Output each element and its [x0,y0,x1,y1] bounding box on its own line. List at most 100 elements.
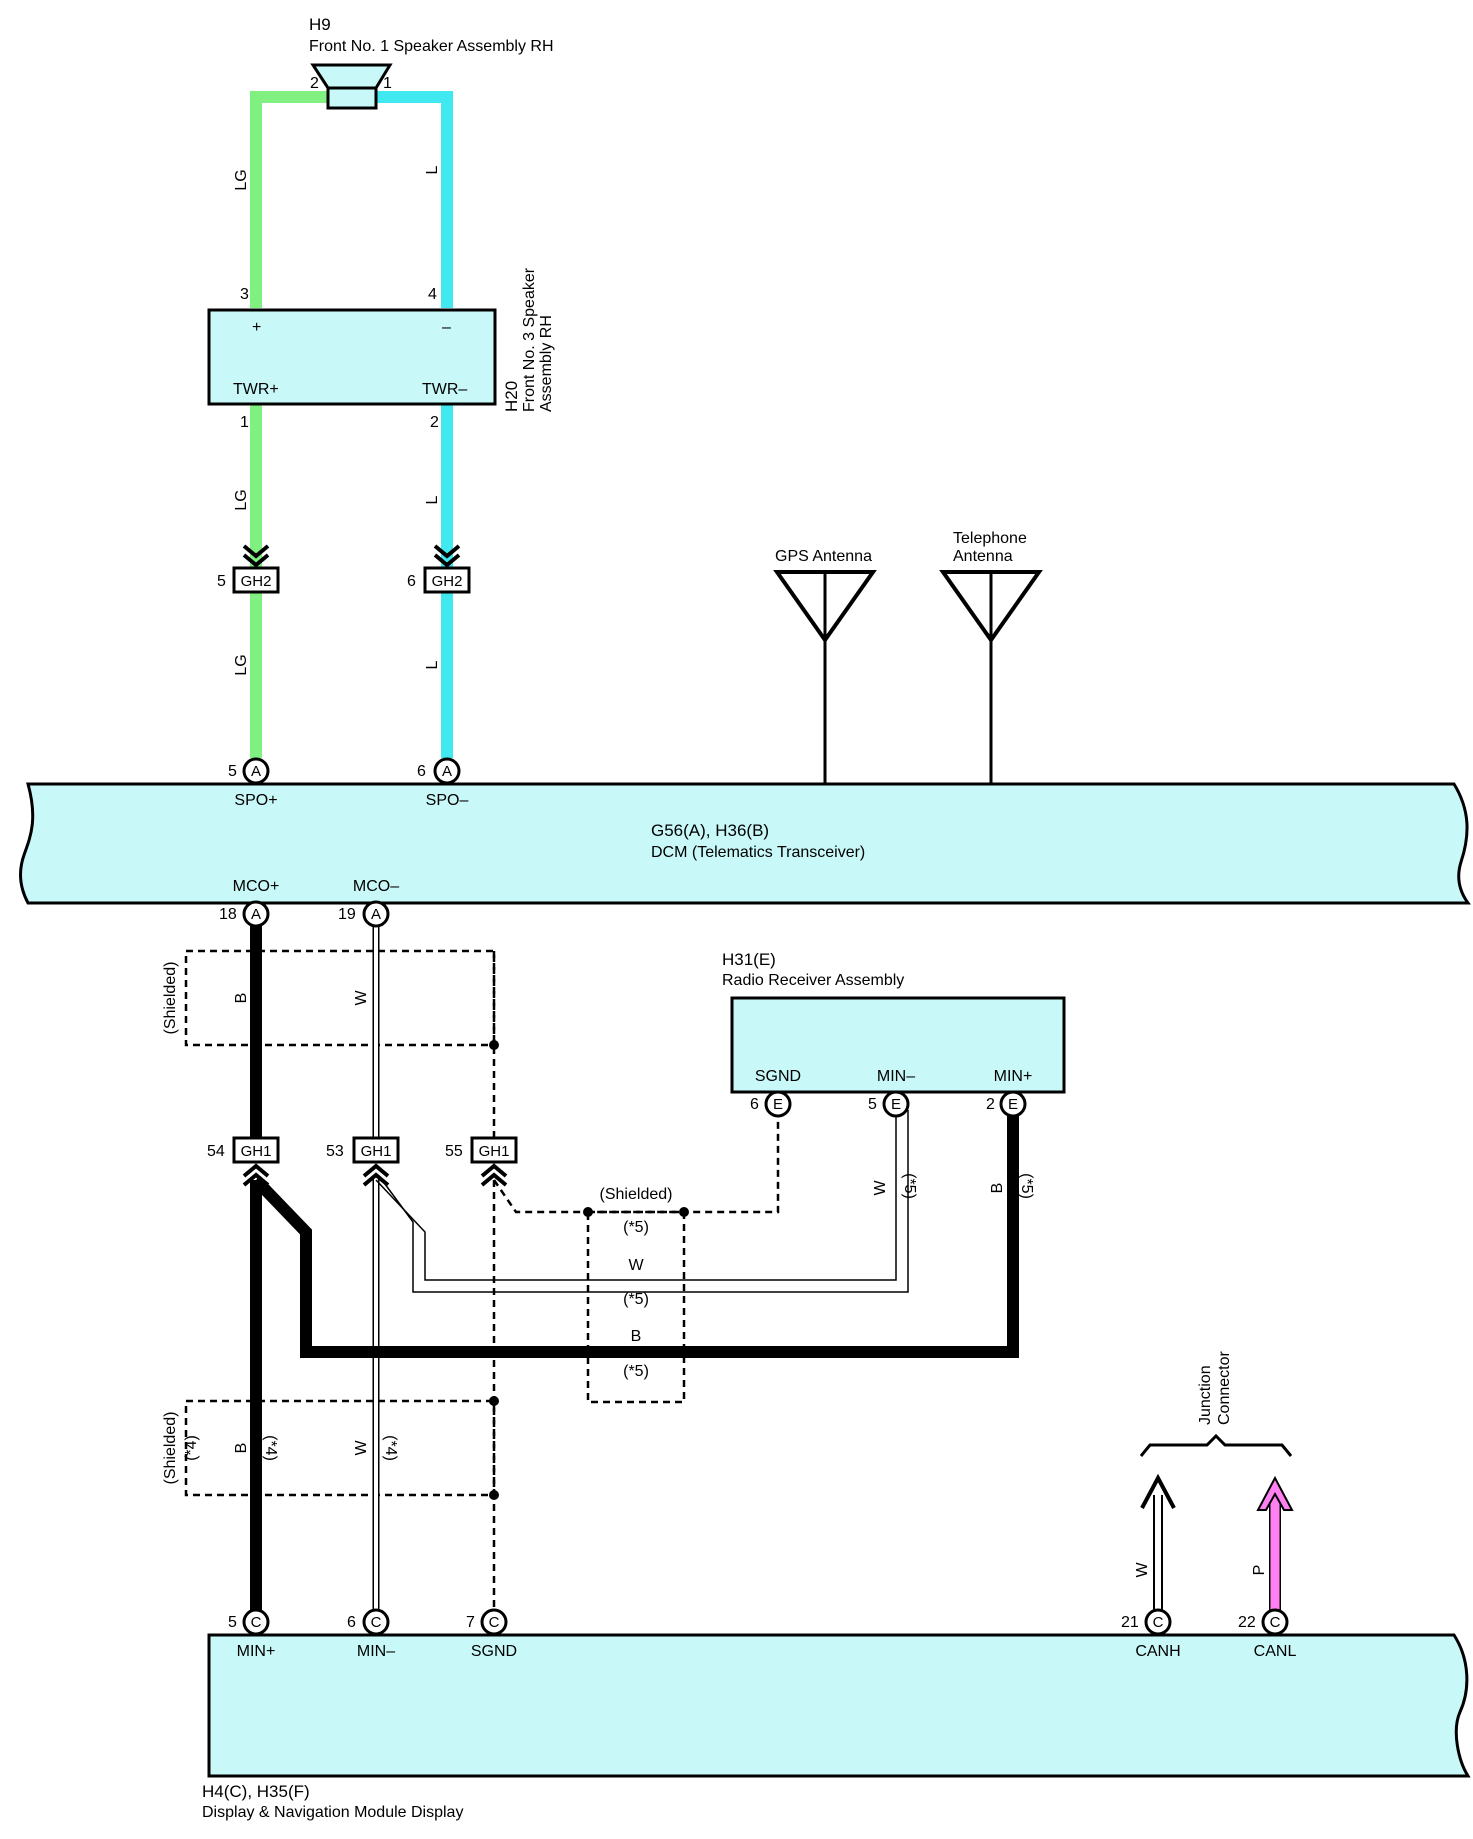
wire-label-l-1: L [424,165,441,174]
gh1-connector-w [352,1136,400,1187]
h31-name: Radio Receiver Assembly [722,972,904,989]
terminal-c21-letter: C [1153,1614,1164,1631]
terminal-e6-pin: 6 [750,1096,759,1113]
display-module [207,1633,1471,1778]
telephone-antenna-label-2: Antenna [953,548,1013,565]
terminal-a18-letter: A [251,906,261,923]
terminal-c7-pin: 7 [466,1614,475,1631]
wire-p-canl [1256,1475,1294,1610]
terminal-e2-pin: 2 [986,1096,995,1113]
terminal-a6-letter: A [442,763,452,780]
terminal-c6-pin: 6 [347,1614,356,1631]
h20-twr-minus: TWR– [422,381,467,398]
note5-label-1: (*5) [623,1219,649,1236]
note5-label-3: (*5) [623,1363,649,1380]
h20-code: H20 [502,381,521,412]
wire-label-b-mid: B [631,1328,642,1345]
wire-label-w-canh: W [1134,1562,1151,1578]
terminal-c21-pin: 21 [1121,1614,1139,1631]
note5-label-w-h31: (*5) [901,1173,918,1199]
terminal-c5-letter: C [251,1614,262,1631]
wire-w-canh [1140,1473,1176,1610]
note4-label-w: (*4) [382,1435,399,1461]
h31-min-plus: MIN+ [994,1068,1033,1085]
display-min-minus: MIN– [357,1643,395,1660]
display-sgnd: SGND [471,1643,517,1660]
wire-label-w-1: W [353,990,370,1006]
gh1-label-b: GH1 [241,1143,272,1160]
terminal-c22-pin: 22 [1238,1614,1256,1631]
h31-sgnd: SGND [755,1068,801,1085]
display-name: Display & Navigation Module Display [202,1804,463,1821]
note5-label-b-h31: (*5) [1018,1173,1035,1199]
dcm-mco-minus: MCO– [353,878,399,895]
h20-twr-plus: TWR+ [233,381,279,398]
h9-name: Front No. 1 Speaker Assembly RH [309,38,554,55]
gh1-connector-sgnd [470,1136,518,1187]
shield-label-upper: (Shielded) [162,962,179,1035]
h20-box [207,308,497,406]
wire-label-lg-2: LG [233,489,250,510]
wire-label-b-1: B [233,993,250,1004]
wire-lg-h9-to-h20 [250,91,328,308]
wire-label-w-2: W [353,1440,370,1456]
h20-name-1: Front No. 3 Speaker [521,267,538,412]
gps-antenna-label: GPS Antenna [775,548,872,565]
h9-pin-1: 1 [383,75,392,92]
junction-label-2: Connector [1216,1351,1233,1425]
wire-label-l-2: L [424,495,441,504]
gh1-pin-55: 55 [445,1143,463,1160]
terminal-e2-letter: E [1008,1096,1018,1113]
note4-label-b: (*4) [262,1435,279,1461]
dcm-mco-plus: MCO+ [233,878,280,895]
h20-pin-1: 1 [240,414,249,431]
terminal-c22-letter: C [1270,1614,1281,1631]
dcm-code: G56(A), H36(B) [651,821,769,840]
telephone-antenna-label-1: Telephone [953,530,1027,547]
gh1-label-w: GH1 [361,1143,392,1160]
gh1-label-sgnd: GH1 [479,1143,510,1160]
terminal-a5-pin: 5 [228,763,237,780]
gh2-connector-l [423,544,471,594]
wire-label-lg-1: LG [233,169,250,190]
h31-code: H31(E) [722,950,776,969]
junction-label-1: Junction [1197,1365,1214,1425]
h9-speaker-icon [310,63,393,110]
h9-code: H9 [309,15,331,34]
note4-label-shield: (*4) [183,1435,200,1461]
telephone-antenna-icon [939,570,1043,783]
dcm-module [19,782,1471,905]
gh1-pin-54: 54 [207,1143,225,1160]
terminal-e6-letter: E [773,1096,783,1113]
gh1-pin-53: 53 [326,1143,344,1160]
display-min-plus: MIN+ [237,1643,276,1660]
h20-pin-2: 2 [430,414,439,431]
wire-sgnd-shield [489,951,780,1610]
gh2-label-lg: GH2 [241,573,272,590]
wire-w-to-h31-min-minus [375,1110,909,1293]
h31-box [730,996,1066,1094]
terminal-c7-letter: C [489,1614,500,1631]
dcm-spo-plus: SPO+ [234,792,277,809]
gh2-connector-lg [232,544,280,594]
terminal-a18-pin: 18 [219,906,237,923]
gh2-label-l: GH2 [432,573,463,590]
dcm-spo-minus: SPO– [426,792,469,809]
terminal-a6-pin: 6 [417,763,426,780]
h20-pin-3: 3 [240,286,249,303]
shield-box-upper [184,949,496,1047]
terminal-c5-pin: 5 [228,1614,237,1631]
wire-label-w-mid: W [628,1257,644,1274]
gh2-pin-6: 6 [407,573,416,590]
dcm-name: DCM (Telematics Transceiver) [651,844,865,861]
h31-min-minus: MIN– [877,1068,915,1085]
terminal-c6-letter: C [371,1614,382,1631]
display-canl: CANL [1254,1643,1297,1660]
junction-bracket [1139,1433,1293,1457]
terminal-a19-letter: A [371,906,381,923]
gps-antenna-icon [773,570,877,783]
gh2-pin-5: 5 [217,573,226,590]
display-code: H4(C), H35(F) [202,1782,310,1801]
wire-label-l-3: L [424,660,441,669]
